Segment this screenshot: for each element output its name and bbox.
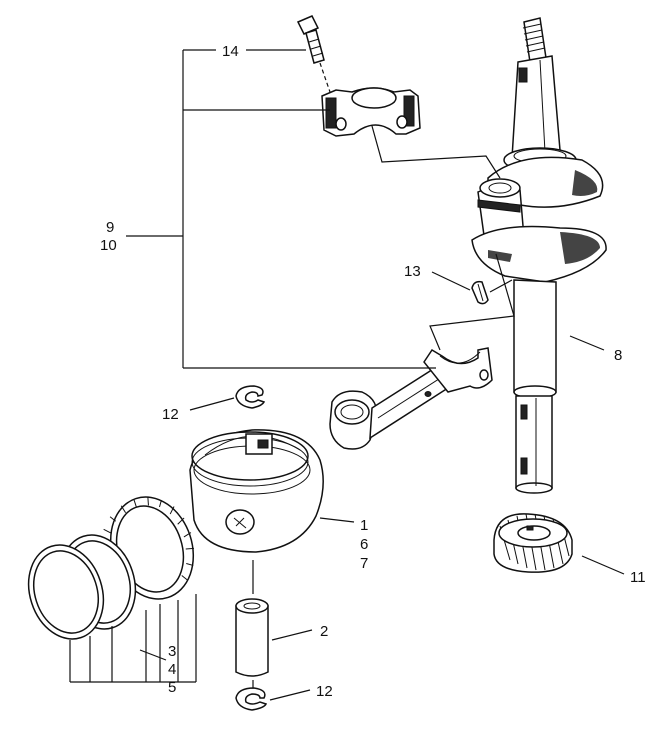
callout-5: 5 bbox=[168, 679, 176, 696]
callout-labels: 14 9 10 13 8 12 1 6 7 11 2 3 4 5 12 bbox=[100, 43, 646, 700]
callout-2: 2 bbox=[320, 623, 328, 640]
callout-1: 1 bbox=[360, 517, 368, 534]
crankshaft-key bbox=[471, 280, 489, 305]
crankshaft bbox=[471, 17, 607, 494]
callout-8: 8 bbox=[614, 347, 622, 364]
piston-rings bbox=[27, 496, 197, 683]
callout-7: 7 bbox=[360, 555, 368, 572]
callout-13: 13 bbox=[404, 263, 421, 280]
piston-pin-circlip-bottom bbox=[235, 687, 268, 711]
connecting-rod bbox=[329, 347, 493, 450]
callout-10: 10 bbox=[100, 237, 117, 254]
piston-pin-circlip-top bbox=[235, 385, 266, 409]
callout-14: 14 bbox=[222, 43, 239, 60]
callout-3: 3 bbox=[168, 643, 176, 660]
connecting-rod-cap bbox=[321, 87, 421, 137]
callout-6: 6 bbox=[360, 536, 368, 553]
callout-12-bottom: 12 bbox=[316, 683, 333, 700]
callout-12-top: 12 bbox=[162, 406, 179, 423]
callout-11: 11 bbox=[630, 569, 646, 586]
cap-bolt bbox=[296, 15, 331, 93]
piston-pin bbox=[235, 560, 269, 694]
callout-9: 9 bbox=[106, 219, 114, 236]
piston bbox=[189, 429, 324, 553]
callout-4: 4 bbox=[168, 661, 176, 678]
crankshaft-gear bbox=[493, 513, 573, 573]
leader-lines bbox=[126, 49, 625, 701]
